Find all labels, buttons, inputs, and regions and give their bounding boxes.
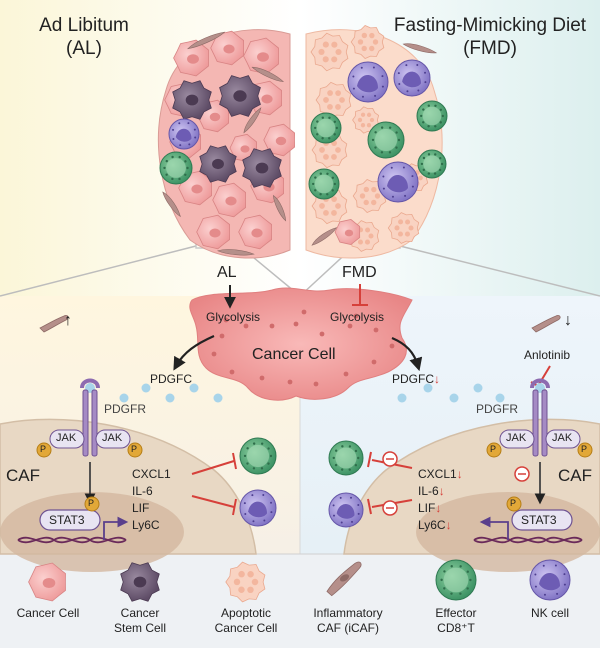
- cytokine-right-0: CXCL1↓: [418, 467, 463, 481]
- caf-right-label: CAF: [558, 466, 592, 485]
- cd8-t-cell-right: [328, 440, 364, 476]
- legend-icon-cancer-stem-cell: [120, 562, 160, 602]
- fmd-inhibit-symbol: [352, 284, 368, 306]
- pdgfc-right-label: PDGFC↓: [392, 372, 440, 386]
- nk-cell-right: [328, 492, 364, 528]
- cd8-t-cell-left: [239, 437, 277, 475]
- top-background: [0, 0, 600, 296]
- cytokine-left-2: LIF: [132, 501, 150, 515]
- cytokine-list-right: CXCL1↓ IL-6↓ LIF↓ Ly6C↓: [418, 466, 463, 534]
- jak-box-right-2: [545, 429, 581, 449]
- pdgfr-receptor-left: [80, 378, 100, 457]
- caf-left-label: CAF: [6, 466, 40, 485]
- transcription-arrow-right: [479, 516, 509, 540]
- pdgfr-left-label: PDGFR: [104, 402, 146, 416]
- jak-right-2-label: JAK: [552, 432, 573, 444]
- jak-left-2-label: JAK: [102, 432, 123, 444]
- p-circle-left-2: [127, 442, 143, 458]
- dna-helix-left: [17, 536, 127, 544]
- icaf-down-arrow: ↓: [564, 312, 572, 329]
- p-stat3-right-label: P: [510, 498, 517, 508]
- pdgfr-right-label: PDGFR: [476, 402, 518, 416]
- jak-right-1-label: JAK: [506, 432, 527, 444]
- p-circle-left-1: [36, 442, 52, 458]
- dna-helix-right: [473, 536, 583, 544]
- p-stat3-left-label: P: [88, 498, 95, 508]
- cancer-cell-label: Cancer Cell: [252, 346, 336, 363]
- stat3-box-right: [511, 509, 573, 531]
- anlotinib-label: Anlotinib: [524, 348, 571, 362]
- stat3-box-left: [39, 509, 101, 531]
- p-left-2-label: P: [131, 444, 138, 454]
- title-left-line2: (AL): [66, 38, 102, 59]
- legend-icon-cd8-t: [435, 559, 477, 601]
- stat3-left-label: STAT3: [49, 513, 85, 527]
- cytokine-left-1: IL-6: [132, 484, 153, 498]
- fmd-label: FMD: [342, 264, 377, 281]
- title-left-line1: Ad Libitum: [39, 15, 129, 36]
- cancer-cell-granules: [211, 309, 395, 387]
- glycolysis-left-label: Glycolysis: [206, 310, 261, 324]
- legend-icon-nk-cell: [529, 559, 571, 601]
- cytokine-right-1: IL-6↓: [418, 484, 445, 498]
- right-pdgfc-arrow: [391, 336, 423, 372]
- icaf-icon-right: [531, 315, 561, 333]
- transcription-arrow-left: [103, 516, 129, 540]
- legend-icon-icaf: [326, 561, 362, 597]
- title-right: Fasting-Mimicking Diet (FMD): [384, 14, 596, 60]
- pdgfc-left-label: PDGFC: [150, 372, 192, 386]
- legend-icon-apoptotic-cancer-cell: [225, 561, 266, 603]
- legend-icon-cancer-cell: [28, 562, 66, 602]
- stat3-p-circle-right: [506, 496, 522, 512]
- cytokine-right-3: Ly6C↓: [418, 518, 452, 532]
- icaf-icon-left: [39, 315, 69, 333]
- pdgfc-dots: [119, 383, 505, 403]
- p-left-1-label: P: [40, 444, 47, 454]
- legend-label-nk: NK cell: [530, 606, 569, 620]
- cytokine-left-0: CXCL1: [132, 467, 171, 481]
- tumor-right-half: [305, 25, 448, 259]
- title-right-line2: (FMD): [463, 38, 517, 59]
- tumor-left-half: [157, 29, 296, 259]
- glycolysis-right-label: Glycolysis: [330, 310, 385, 324]
- jak-left-1-label: JAK: [56, 432, 77, 444]
- p-right-1-label: P: [490, 444, 497, 454]
- icaf-up-arrow: ↑: [64, 312, 72, 329]
- cytokine-left-3: Ly6C: [132, 518, 160, 532]
- jak-box-left-1: [49, 429, 85, 449]
- jak-box-right-1: [499, 429, 535, 449]
- jak-box-left-2: [95, 429, 131, 449]
- title-left: Ad Libitum (AL): [14, 14, 154, 60]
- stat3-right-label: STAT3: [521, 513, 557, 527]
- stat3-p-circle-left: [84, 496, 100, 512]
- p-circle-right-1: [486, 442, 502, 458]
- left-pdgfc-arrow: [173, 334, 215, 371]
- left-inhibit-lines: [191, 452, 237, 516]
- cytokine-list-left: CXCL1 IL-6 LIF Ly6C: [132, 466, 171, 534]
- title-right-line1: Fasting-Mimicking Diet: [393, 15, 587, 36]
- p-circle-right-2: [577, 442, 593, 458]
- legend-label-cancer-cell: Cancer Cell: [16, 606, 80, 620]
- nk-cell-left: [239, 489, 277, 527]
- p-right-2-label: P: [581, 444, 588, 454]
- pdgfc-down-arrow: ↓: [434, 372, 440, 386]
- cytokine-right-2: LIF↓: [418, 501, 442, 515]
- al-label: AL: [217, 264, 237, 281]
